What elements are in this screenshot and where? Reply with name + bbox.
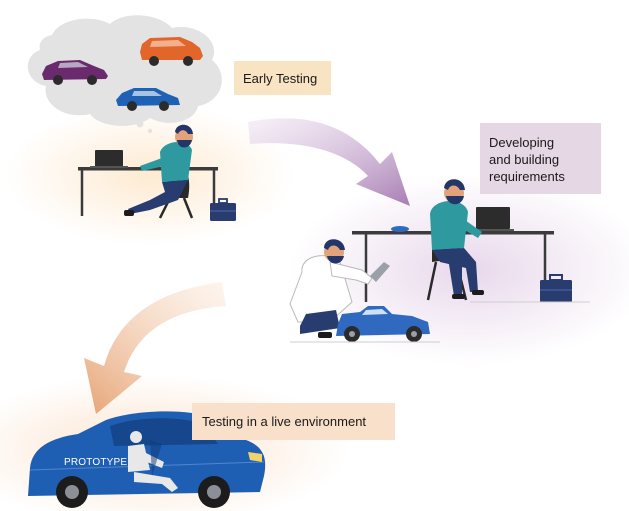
desk-scene-development (352, 179, 590, 303)
mechanic-scene (289, 239, 440, 343)
prototype-badge: PROTOTYPE (64, 457, 128, 468)
wrench-icon (370, 262, 390, 282)
laptop-icon (476, 207, 510, 229)
laptop-icon (95, 150, 123, 167)
label-developing-requirements: Developing and building requirements (480, 123, 601, 194)
label-dev-line-2: and building (489, 152, 560, 167)
label-early-testing: Early Testing (234, 61, 331, 95)
label-dev-line-1: Developing (489, 135, 555, 150)
arrow-to-live-testing (84, 282, 226, 414)
model-car-icon (391, 226, 409, 232)
desk-scene-early (78, 124, 236, 221)
label-early-testing-text: Early Testing (243, 70, 318, 86)
headlight (248, 452, 262, 462)
label-live-testing: Testing in a live environment (192, 403, 395, 440)
arrow-to-development (248, 118, 410, 206)
purple-car-icon (42, 60, 108, 85)
label-dev-line-3: requirements (489, 169, 565, 184)
orange-car-icon (140, 37, 203, 66)
label-live-testing-text: Testing in a live environment (202, 414, 367, 429)
briefcase-icon (540, 280, 572, 302)
briefcase-icon (210, 203, 236, 221)
model-car-icon (336, 306, 430, 336)
blue-car-icon (116, 88, 180, 111)
